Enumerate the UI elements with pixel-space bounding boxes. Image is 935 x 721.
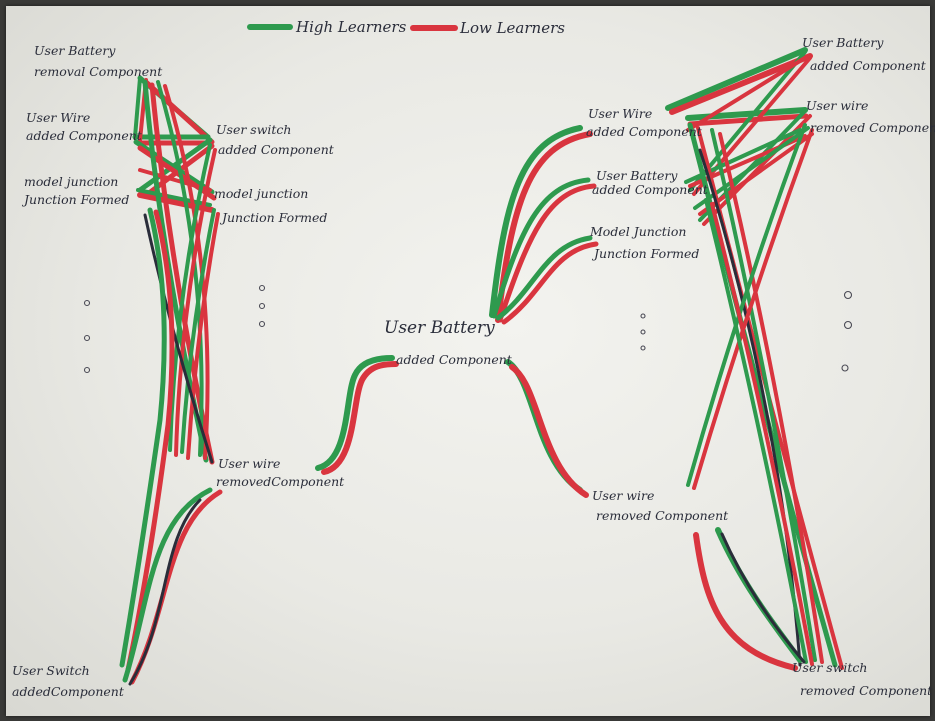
node-label: added Component [218, 142, 335, 157]
node-label: User wire [806, 98, 868, 113]
legend-high-label: High Learners [295, 18, 407, 36]
node-label: added Component [810, 58, 927, 73]
node-label: User Battery [34, 43, 116, 58]
node-label: User switch [792, 660, 867, 675]
edge-low [504, 244, 596, 322]
node-label: User switch [216, 122, 291, 137]
node-label: User wire [592, 488, 654, 503]
node-label: removedComponent [216, 474, 345, 489]
node-label: removed Component [800, 683, 933, 698]
node-label: User Battery [384, 318, 495, 338]
node-label: Junction Formed [21, 192, 129, 207]
node-label: addedComponent [12, 684, 125, 699]
node-label: Model Junction [589, 224, 686, 239]
node-label: added Component [396, 352, 513, 367]
node-label: User Switch [12, 663, 90, 678]
node-label: removed Component [596, 508, 729, 523]
node-label: model junction [24, 174, 118, 189]
center-edges [318, 358, 586, 495]
legend-low-label: Low Learners [459, 19, 565, 37]
node-label: Junction Formed [219, 210, 327, 225]
node-label: User Wire [26, 110, 90, 125]
node-label: User Wire [588, 106, 652, 121]
left-edges [122, 78, 220, 684]
node-label: added Component [592, 182, 709, 197]
right-edges [492, 50, 842, 668]
node-label: User Battery [802, 35, 884, 50]
edge-low [696, 535, 795, 668]
node-label: User Battery [596, 168, 678, 183]
node-label: model junction [214, 186, 308, 201]
node-label: removal Component [34, 64, 163, 79]
node-label: removed Component [810, 120, 935, 135]
node-label: Junction Formed [591, 246, 699, 261]
node-label: User wire [218, 456, 280, 471]
node-label: added Component [586, 124, 703, 139]
node-label: added Component [26, 128, 143, 143]
